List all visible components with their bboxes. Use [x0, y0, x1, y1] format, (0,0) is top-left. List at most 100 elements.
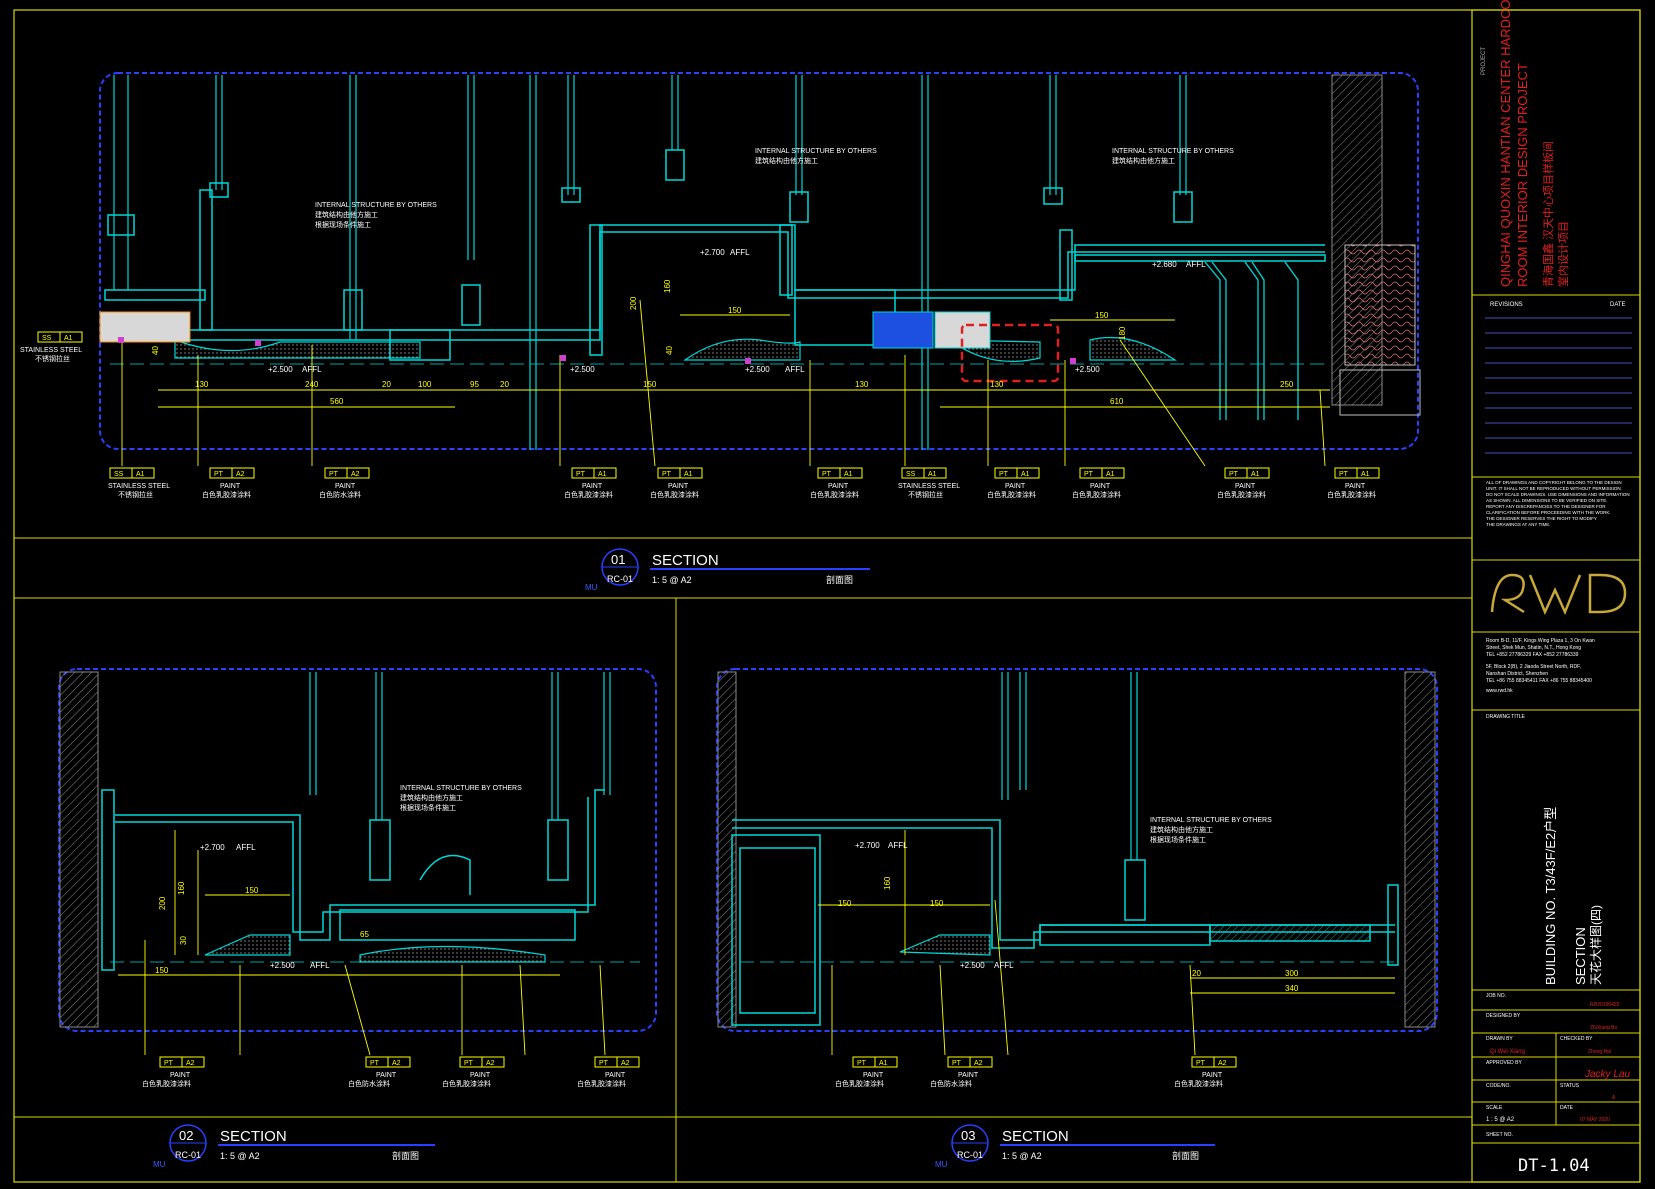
s1-note-internal-6: INTERNAL STRUCTURE BY OTHERS	[1112, 148, 1234, 155]
tb-approved-by-label: APPROVED BY	[1486, 1060, 1523, 1066]
tb-date-label: DATE	[1560, 1105, 1574, 1111]
tb-note-7: THE DESIGNER RESERVES THE RIGHT TO MODIF…	[1486, 516, 1597, 521]
tb-title-en: SECTION	[1573, 927, 1588, 985]
s1-affl-4: AFFL	[785, 365, 805, 374]
s1-dim-3: 20	[382, 380, 391, 389]
rwd-logo: RWD	[1490, 573, 1627, 623]
s3-c2-ref: A2	[974, 1060, 983, 1067]
s2-affl-1: AFFL	[236, 843, 256, 852]
section-03-zh: 剖面图	[1172, 1150, 1199, 1161]
tb-sheet-label: SHEET NO.	[1486, 1132, 1513, 1138]
s3-c1-zh: 白色乳胶漆涂料	[835, 1079, 884, 1088]
section-03-annotations: INTERNAL STRUCTURE BY OTHERS 建筑结构由他方施工 根…	[838, 817, 1299, 993]
s1-c7-zh: 不锈钢拉丝	[908, 490, 943, 499]
s2-level-1: +2.700	[200, 843, 225, 852]
sheet-frame	[13, 9, 1641, 1183]
s1-dim-14: 150	[1095, 311, 1109, 320]
s1-side-label: STAINLESS STEEL	[20, 347, 82, 354]
s1-affl-2: AFFL	[730, 248, 750, 257]
tb-note-1: ALL OF DRAWINGS AND COPYRIGHT BELONG TO …	[1486, 480, 1622, 485]
s1-c2-zh: 白色乳胶漆涂料	[202, 490, 251, 499]
s3-dim-5: 340	[1285, 984, 1299, 993]
s1-level-6: +2.500	[1075, 365, 1100, 374]
section-02-zh: 剖面图	[392, 1150, 419, 1161]
s1-level-1: +2.700	[700, 248, 725, 257]
tb-address-5: Nanshan District, Shenzhen	[1486, 671, 1548, 677]
section-02-ref: RC-01	[175, 1150, 201, 1160]
s1-dim-11: 560	[330, 397, 344, 406]
rwd-logo-text: RWD	[1500, 621, 1503, 623]
s1-dim-18: 40	[665, 346, 674, 355]
s2-c1-code: PT	[164, 1060, 174, 1067]
s1-dim-17: 40	[151, 346, 160, 355]
tb-note-3: DO NOT SCALE DRAWINGS. USE DIMENSIONS AN…	[1486, 492, 1630, 497]
s2-c2-zh: 白色防水涂料	[348, 1079, 390, 1088]
s1-c1-ref: A1	[136, 471, 145, 478]
s1-c8-zh: 白色乳胶漆涂料	[987, 490, 1036, 499]
section-02-number: 02	[179, 1128, 193, 1143]
s2-c4-zh: 白色乳胶漆涂料	[577, 1079, 626, 1088]
tb-note-8: THE DRAWINGS AT ANY TIME.	[1486, 522, 1551, 527]
s1-c7-label: STAINLESS STEEL	[898, 483, 960, 490]
s1-c10-ref: A1	[1251, 471, 1260, 478]
section-03-title: 03 RC-01 SECTION 1: 5 @ A2 剖面图 MU	[935, 1124, 1215, 1169]
s3-level-1: +2.700	[855, 841, 880, 850]
s1-c9-code: PT	[1084, 471, 1094, 478]
tb-address-1: Room B-D, 11/F, Kings Wing Plaza 1, 3 On…	[1486, 638, 1595, 644]
s1-c8-label: PAINT	[1005, 483, 1026, 490]
s3-level-2: +2.500	[960, 961, 985, 970]
s1-c9-label: PAINT	[1090, 483, 1111, 490]
s1-c6-label: PAINT	[828, 483, 849, 490]
s1-level-3: +2.500	[268, 365, 293, 374]
s1-c5-ref: A1	[684, 471, 693, 478]
s1-note-internal-7: 建筑结构由他方施工	[1112, 156, 1175, 165]
tb-revisions: REVISIONS	[1490, 302, 1523, 308]
s1-level-5: +2.500	[745, 365, 770, 374]
s2-c3-label: PAINT	[470, 1072, 491, 1079]
s1-dim-19: 180	[1118, 326, 1127, 340]
tb-note-6: CLARIFICATION BEFORE PROCEEDING WITH THE…	[1486, 510, 1611, 515]
s1-dim-9: 130	[990, 380, 1004, 389]
title-block: PROJECT QINGHAI QUOXIN HANTIAN CENTER HA…	[1472, 0, 1640, 1176]
s1-c6-ref: A1	[844, 471, 853, 478]
section-01-annotations: INTERNAL STRUCTURE BY OTHERS 建筑结构由他方施工 根…	[20, 148, 1294, 406]
s2-dim-5: 65	[360, 930, 369, 939]
section-01-detail	[99, 72, 1421, 467]
s3-note-internal-3: 根据现场条件施工	[1150, 835, 1206, 844]
s1-level-4: +2.500	[570, 365, 595, 374]
s1-dim-5: 95	[470, 380, 479, 389]
s2-c4-ref: A2	[621, 1060, 630, 1067]
s1-c5-code: PT	[662, 471, 672, 478]
tb-code-label: CODE/NO.	[1486, 1083, 1511, 1089]
s3-c3-zh: 白色乳胶漆涂料	[1174, 1079, 1223, 1088]
s1-c4-ref: A1	[598, 471, 607, 478]
s2-dim-1: 150	[155, 966, 169, 975]
section-03-heading: SECTION	[1002, 1128, 1069, 1145]
s1-c8-code: PT	[999, 471, 1009, 478]
s1-c3-zh: 白色防水涂料	[319, 490, 361, 499]
s2-c3-ref: A2	[486, 1060, 495, 1067]
section-01-scale: 1: 5 @ A2	[652, 575, 692, 585]
section-03-detail	[716, 668, 1438, 1056]
s1-c7-ref: A1	[928, 471, 937, 478]
s1-note-internal-2: 建筑结构由他方施工	[315, 210, 378, 219]
tb-note-4: AS SHOWN. ALL DIMENSIONS TO BE VERIFIED …	[1486, 498, 1607, 503]
tb-scale: 1 : 5 @ A2	[1486, 1117, 1515, 1123]
s1-level-2: +2.680	[1152, 260, 1177, 269]
tb-designed-by-label: DESIGNED BY	[1486, 1013, 1521, 1019]
s1-c5-zh: 白色乳胶漆涂料	[650, 490, 699, 499]
tb-project-en-2: ROOM INTERIOR DESIGN PROJECT	[1515, 63, 1530, 287]
tb-date-header: DATE	[1610, 302, 1626, 308]
s3-affl-2: AFFL	[994, 961, 1014, 970]
tb-job-no: RD20190420	[1590, 1002, 1620, 1008]
section-02-scale: 1: 5 @ A2	[220, 1151, 260, 1161]
tb-title-zh: 天花大样图(四)	[1588, 905, 1603, 985]
s1-c4-zh: 白色乳胶漆涂料	[564, 490, 613, 499]
s1-c2-ref: A2	[236, 471, 245, 478]
s3-c1-code: PT	[857, 1060, 867, 1067]
s2-c3-code: PT	[464, 1060, 474, 1067]
tb-address-7: www.rwd.hk	[1486, 688, 1513, 694]
s1-c1-code: SS	[114, 471, 124, 478]
